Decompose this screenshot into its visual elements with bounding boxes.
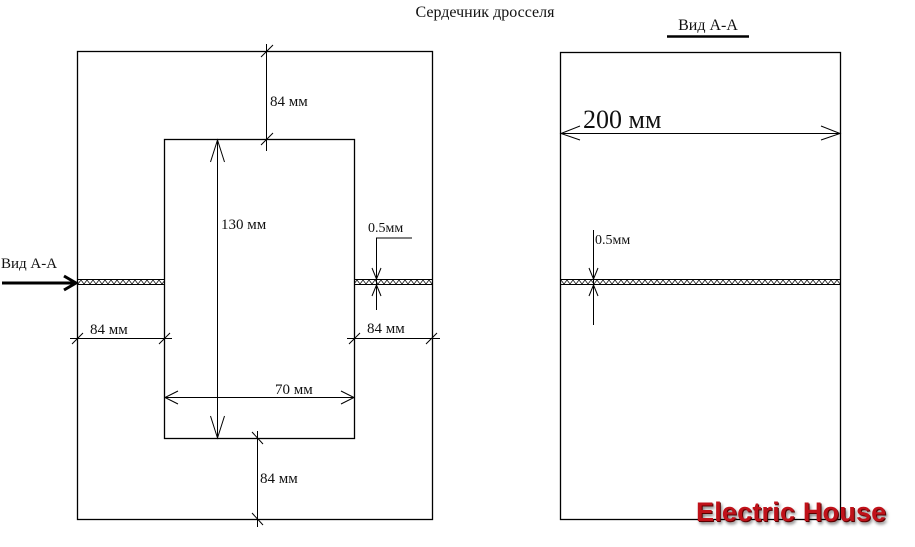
right-leg-gap: [355, 278, 432, 286]
dim-core-depth: [559, 125, 842, 141]
dim-bottom-yoke: [251, 431, 264, 527]
side-view-outline: [559, 51, 842, 521]
dim-top-yoke: [260, 44, 274, 151]
dim-window-height: [210, 138, 225, 440]
dim-left-leg: [70, 332, 172, 345]
dim-right-leg-label: 84 мм: [367, 321, 405, 337]
core-side-view: Вид А-А 200 мм 0.5мм: [559, 17, 842, 521]
drawing-title: Сердечник дросселя: [416, 4, 556, 21]
dim-gap-side: [588, 230, 599, 325]
core-front-view: 84 мм 130 мм 70 мм 84 мм 84 мм: [1, 44, 440, 527]
dim-gap-side-label: 0.5мм: [595, 233, 630, 248]
view-arrow: [2, 274, 79, 292]
view-arrow-label: Вид А-А: [1, 256, 57, 272]
dim-top-yoke-label: 84 мм: [270, 94, 308, 110]
dim-window-width-label: 70 мм: [275, 382, 313, 398]
side-view-title: Вид А-А: [678, 17, 738, 34]
core-outer-outline: [76, 50, 434, 521]
dim-gap-front: [371, 237, 412, 310]
core-window-outline: [163, 138, 356, 440]
watermark-logo: Electric House: [696, 497, 887, 527]
dim-gap-front-label: 0.5мм: [368, 221, 403, 236]
side-view-gap: [561, 278, 840, 286]
dim-left-leg-label: 84 мм: [90, 322, 128, 338]
dim-core-depth-label: 200 мм: [583, 105, 661, 134]
dim-window-height-label: 130 мм: [221, 217, 267, 233]
dim-right-leg: [347, 332, 440, 345]
dim-bottom-yoke-label: 84 мм: [260, 471, 298, 487]
dim-window-width: [163, 390, 356, 405]
left-leg-gap: [78, 278, 164, 286]
